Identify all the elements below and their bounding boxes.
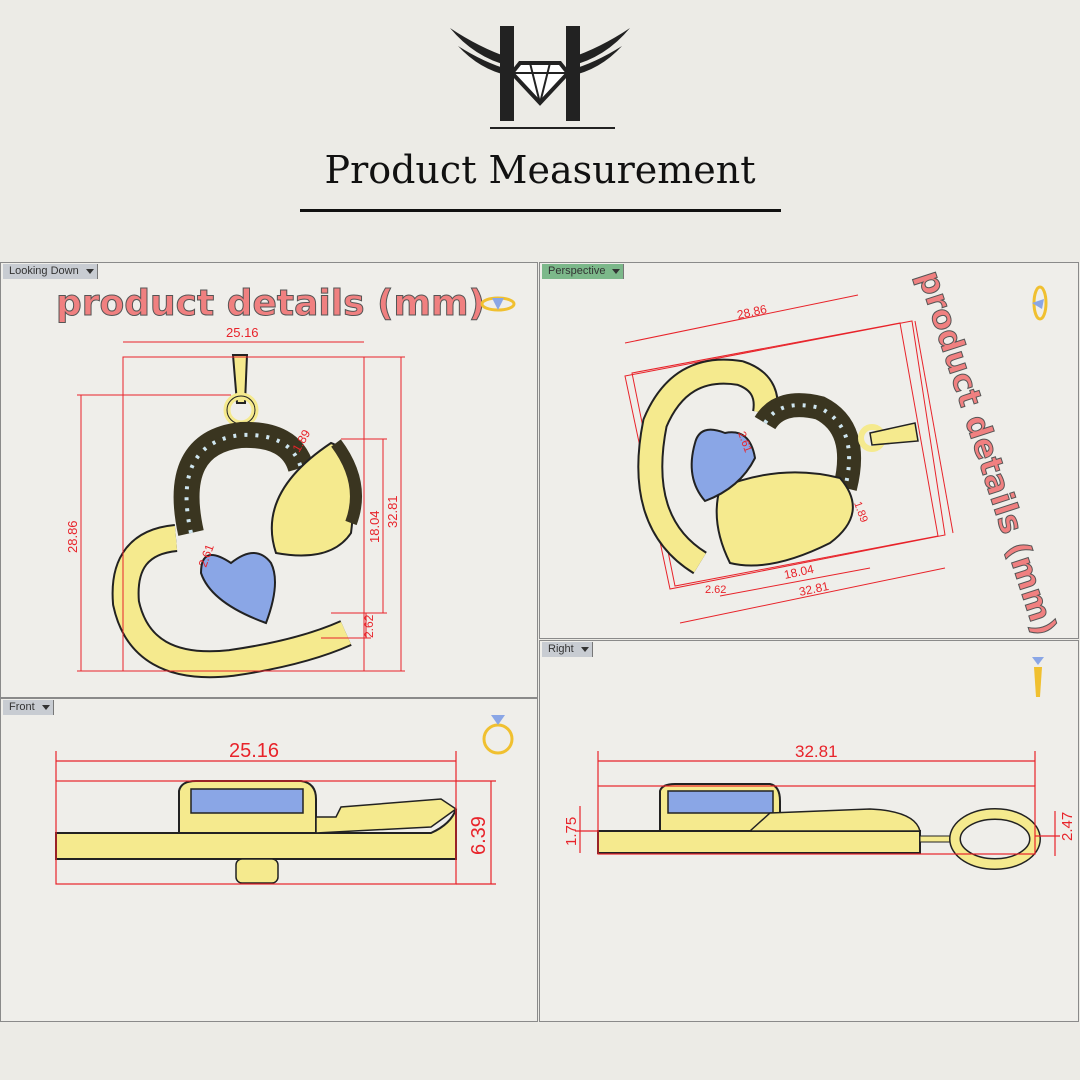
- brand-logo: [450, 26, 630, 129]
- viewport-looking-down[interactable]: product details (mm) 25.16 28.86 32.81 1…: [0, 262, 538, 698]
- dimension-lines: [55, 751, 496, 885]
- dimension-lines: [77, 341, 405, 672]
- ring-icon: [1032, 285, 1048, 321]
- viewport-label-text: Perspective: [548, 265, 606, 277]
- ring-icon: [482, 715, 514, 755]
- dim-small: 2.62: [705, 584, 726, 596]
- pendant-perspective-view: [637, 358, 919, 575]
- pendant-icon: [1032, 657, 1044, 697]
- dim-edge: 1.89: [851, 500, 870, 524]
- viewport-perspective[interactable]: product details (mm) 28.86 32.81 18.04 2…: [539, 262, 1079, 639]
- viewport-label-text: Front: [9, 701, 35, 713]
- viewport-right[interactable]: 32.81 1.75 2.47 Right: [539, 640, 1079, 1022]
- overlay-text: product details (mm): [56, 283, 485, 324]
- page-title: Product Measurement: [324, 148, 756, 192]
- dim-top: 28.86: [736, 302, 769, 322]
- title-underline: [300, 209, 781, 212]
- ring-icon: [480, 296, 516, 312]
- perspective-drawing: product details (mm) 28.86 32.81 18.04 2…: [624, 265, 1065, 638]
- right-drawing: 32.81 1.75 2.47: [563, 657, 1076, 870]
- viewport-label-perspective[interactable]: Perspective: [542, 264, 625, 279]
- dim-edge: 1.89: [289, 427, 313, 455]
- viewport-label-front[interactable]: Front: [3, 700, 54, 715]
- overlay-text: product details (mm): [910, 266, 1064, 638]
- dim-height-left: 28.86: [65, 520, 80, 553]
- looking-down-drawing: product details (mm) 25.16 28.86 32.81 1…: [56, 283, 516, 679]
- dimension-lines: [575, 751, 1060, 856]
- pendant-front-view: [55, 780, 458, 884]
- front-drawing: 25.16 6.39: [55, 715, 514, 885]
- dim-width: 25.16: [229, 740, 279, 762]
- pendant-top-view: [111, 354, 362, 679]
- viewport-front[interactable]: 25.16 6.39 Front: [0, 698, 538, 1022]
- pendant-side-view: [597, 783, 1041, 870]
- viewport-label-looking-down[interactable]: Looking Down: [3, 264, 98, 279]
- dim-height-right: 32.81: [385, 495, 400, 528]
- dim-wing: 18.04: [367, 510, 382, 543]
- dim-width: 32.81: [795, 742, 838, 761]
- dim-height: 6.39: [468, 816, 490, 855]
- dropdown-arrow-icon[interactable]: [41, 705, 50, 710]
- dropdown-arrow-icon[interactable]: [580, 647, 589, 652]
- dim-width: 25.16: [226, 325, 259, 340]
- dim-right: 2.47: [1059, 812, 1076, 841]
- dim-bottom: 32.81: [798, 579, 831, 599]
- dim-gap: 2.62: [362, 614, 376, 638]
- dropdown-arrow-icon[interactable]: [85, 269, 94, 274]
- dim-left: 1.75: [563, 817, 580, 846]
- dim-mid: 18.04: [783, 562, 816, 582]
- viewport-label-text: Right: [548, 643, 574, 655]
- dropdown-arrow-icon[interactable]: [612, 269, 621, 274]
- viewport-label-right[interactable]: Right: [542, 642, 593, 657]
- viewport-label-text: Looking Down: [9, 265, 79, 277]
